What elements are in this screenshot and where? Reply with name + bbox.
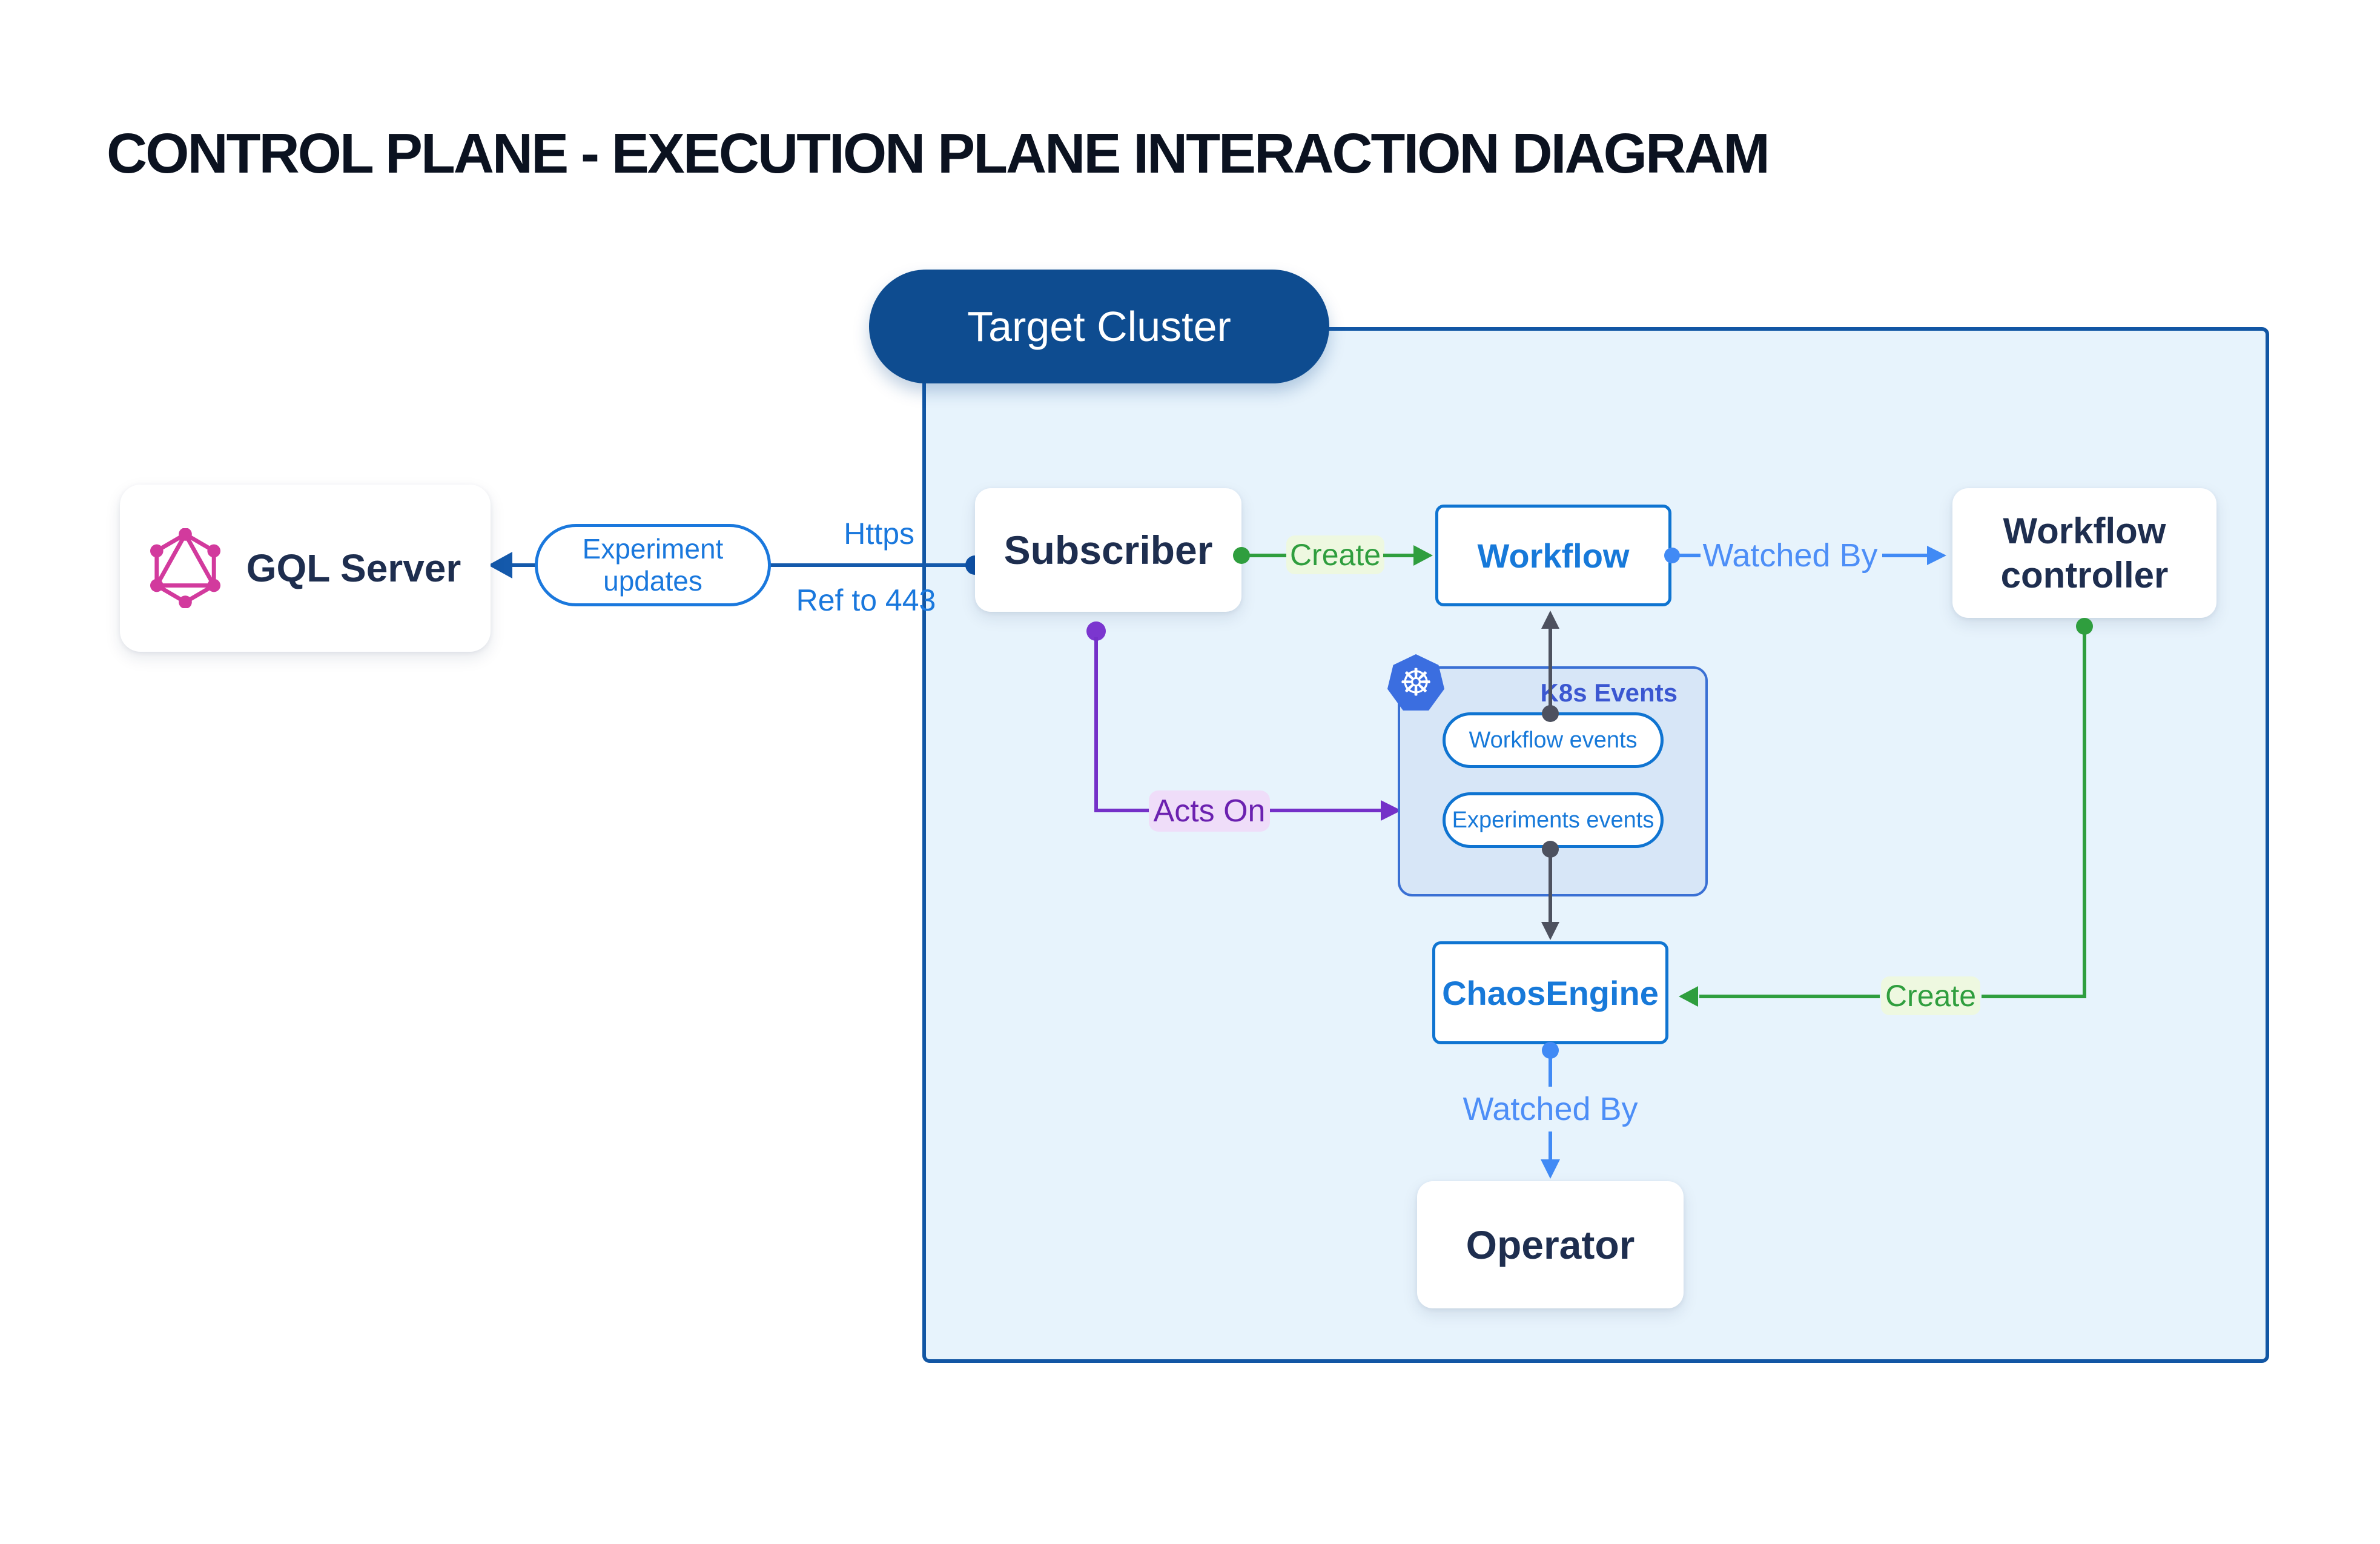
watched-by-top-line-right (1882, 554, 1927, 557)
chaosengine-node: ChaosEngine (1432, 941, 1668, 1044)
operator-label: Operator (1466, 1222, 1635, 1267)
watched-by-top-line-left (1679, 554, 1701, 557)
edge-label-ref-to-443: Ref to 443 (796, 583, 936, 617)
create-line-right (1383, 554, 1413, 557)
workflow-controller-label: Workflow controller (2000, 510, 2169, 595)
workflow-node: Workflow (1435, 505, 1671, 606)
kubernetes-icon: ☸ (1387, 654, 1445, 711)
arrowhead-into-workflow (1413, 545, 1433, 566)
arrowhead-down-into-chaosengine (1541, 922, 1559, 940)
watched-by-top-start-dot (1664, 548, 1680, 563)
k8s-events-title: K8s Events (1540, 678, 1678, 707)
target-cluster-label: Target Cluster (967, 303, 1231, 350)
experiments-events-label: Experiments events (1452, 807, 1654, 833)
experiment-updates-node: Experiment updates (535, 524, 771, 606)
kubernetes-wheel-glyph: ☸ (1399, 660, 1433, 704)
workflow-events-label: Workflow events (1469, 727, 1638, 753)
page-title: CONTROL PLANE - EXECUTION PLANE INTERACT… (107, 122, 1770, 185)
edge-label-watched-by-bottom: Watched By (1463, 1091, 1638, 1127)
arrowhead-up-into-workflow (1541, 611, 1559, 629)
edge-label-watched-by-top: Watched By (1702, 537, 1878, 574)
create-right-line-b (1699, 995, 1880, 998)
experiment-updates-label: Experiment updates (582, 533, 724, 597)
workflow-label: Workflow (1477, 536, 1630, 575)
edge-label-create-right: Create (1881, 976, 1980, 1015)
edge-label-acts-on: Acts On (1149, 790, 1270, 832)
arrowhead-into-gql-server (488, 552, 512, 578)
gql-server-node: GQL Server (120, 485, 491, 652)
gql-server-label: GQL Server (246, 546, 461, 590)
k8s-to-workflow-line (1549, 628, 1552, 715)
workflow-events-dot (1542, 705, 1559, 722)
graphql-icon (150, 528, 220, 608)
k8s-to-chaosengine-line (1549, 850, 1552, 923)
target-cluster-badge: Target Cluster (869, 270, 1329, 383)
edge-label-https: Https (844, 517, 914, 551)
acts-on-text: Acts On (1153, 794, 1266, 829)
create-line-left (1248, 554, 1290, 557)
workflow-controller-node: Workflow controller (1952, 488, 2216, 618)
arrowhead-into-operator (1541, 1159, 1560, 1179)
acts-on-vertical-line (1094, 637, 1098, 810)
create-right-vertical-line (2083, 630, 2086, 996)
create-edge-start-dot (1233, 547, 1250, 564)
create-right-line-a (1982, 995, 2086, 998)
operator-node: Operator (1417, 1181, 1684, 1308)
chaosengine-label: ChaosEngine (1442, 973, 1659, 1012)
watched-by-bottom-line-a (1549, 1055, 1552, 1087)
arrowhead-into-workflow-controller (1927, 546, 1946, 565)
subscriber-label: Subscriber (1003, 528, 1213, 572)
k8s-events-container (1398, 666, 1708, 896)
subscriber-node: Subscriber (975, 488, 1241, 612)
arrowhead-into-chaosengine (1679, 986, 1698, 1007)
experiments-events-pill: Experiments events (1443, 792, 1664, 848)
edge-label-create-top: Create (1286, 535, 1384, 574)
watched-by-bottom-line-b (1549, 1131, 1552, 1161)
